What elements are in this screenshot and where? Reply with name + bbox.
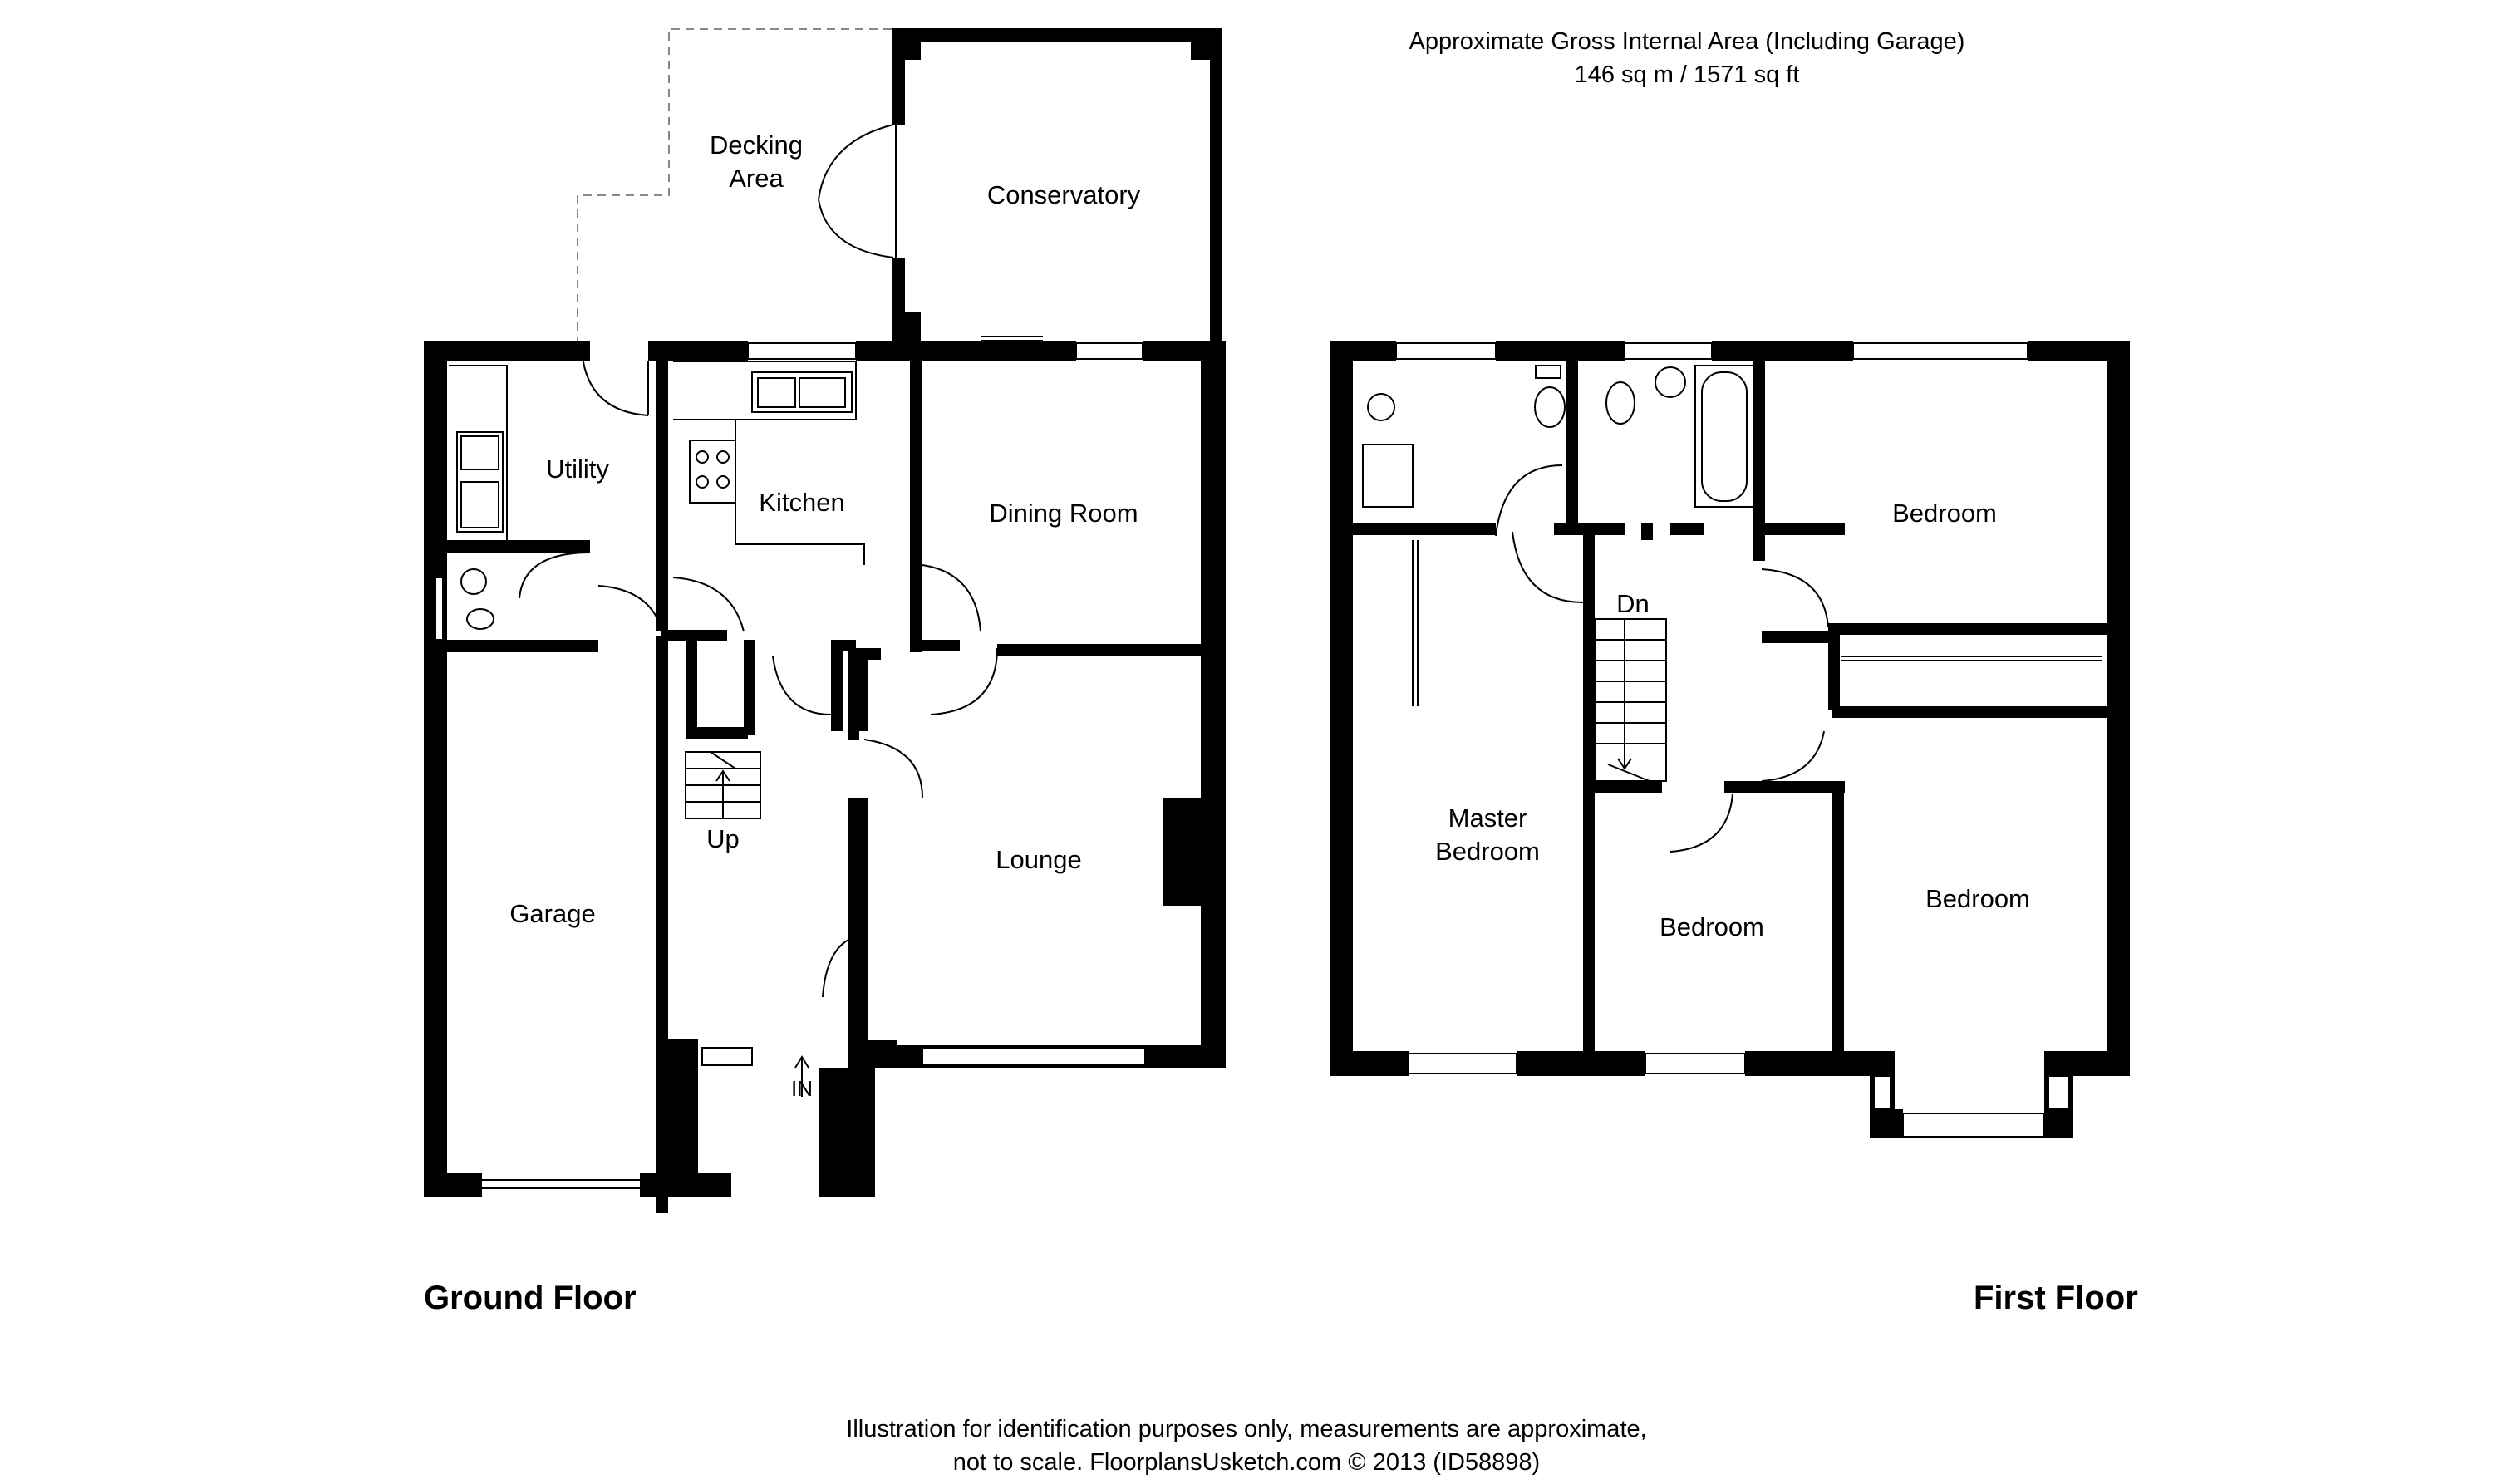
stairs-label-down: Dn xyxy=(1616,589,1650,618)
first-door-swings xyxy=(1495,464,1829,853)
room-label-bedroom-middle: Bedroom xyxy=(1660,912,1764,941)
ground-floor-plan xyxy=(424,28,1226,1213)
ground-floor-title: Ground Floor xyxy=(424,1280,637,1316)
ensuite-fittings xyxy=(1362,365,1566,508)
entrance-arrow xyxy=(794,1055,809,1097)
room-label-master-bedroom: Master Bedroom xyxy=(1435,803,1540,866)
first-stairs xyxy=(1595,618,1667,782)
french-doors xyxy=(818,124,894,258)
room-label-utility: Utility xyxy=(546,455,609,484)
garage-door xyxy=(482,1179,640,1189)
ground-internal-walls xyxy=(424,341,1213,1213)
disclaimer-line-2: not to scale. FloorplansUsketch.com © 20… xyxy=(952,1449,1541,1476)
decking-outline xyxy=(577,28,893,345)
stairs-label-up: Up xyxy=(706,824,740,853)
room-label-garage: Garage xyxy=(509,899,596,928)
first-floor-title: First Floor xyxy=(1974,1280,2138,1316)
ground-door-swings xyxy=(519,348,998,1047)
room-label-kitchen: Kitchen xyxy=(759,488,845,517)
first-internal-walls xyxy=(1330,361,2113,1064)
ground-stairs xyxy=(685,751,761,819)
bathroom-fittings xyxy=(1605,365,1754,508)
wardrobes xyxy=(1412,540,2102,706)
ground-windows xyxy=(427,342,1146,1066)
room-label-bedroom-right: Bedroom xyxy=(1925,884,2030,913)
first-floor-plan xyxy=(1330,341,2130,1138)
room-label-lounge: Lounge xyxy=(996,845,1082,874)
room-label-decking: Decking Area xyxy=(710,130,803,193)
utility-fittings xyxy=(449,365,508,630)
entrance-label: IN xyxy=(791,1076,813,1101)
kitchen-fittings xyxy=(673,361,865,565)
area-line-1: Approximate Gross Internal Area (Includi… xyxy=(1409,28,1965,55)
room-label-bedroom-top-right: Bedroom xyxy=(1892,499,1997,528)
conservatory-glazing xyxy=(895,37,1219,332)
area-line-2: 146 sq m / 1571 sq ft xyxy=(1574,61,1800,88)
chimney-breast xyxy=(1163,798,1205,906)
room-label-dining-room: Dining Room xyxy=(989,499,1138,528)
first-outer-walls xyxy=(1330,341,2130,1138)
first-windows xyxy=(1395,342,2070,1138)
room-label-conservatory: Conservatory xyxy=(986,180,1141,209)
dining-sliding-door xyxy=(981,336,1043,342)
disclaimer-line-1: Illustration for identification purposes… xyxy=(846,1416,1647,1442)
